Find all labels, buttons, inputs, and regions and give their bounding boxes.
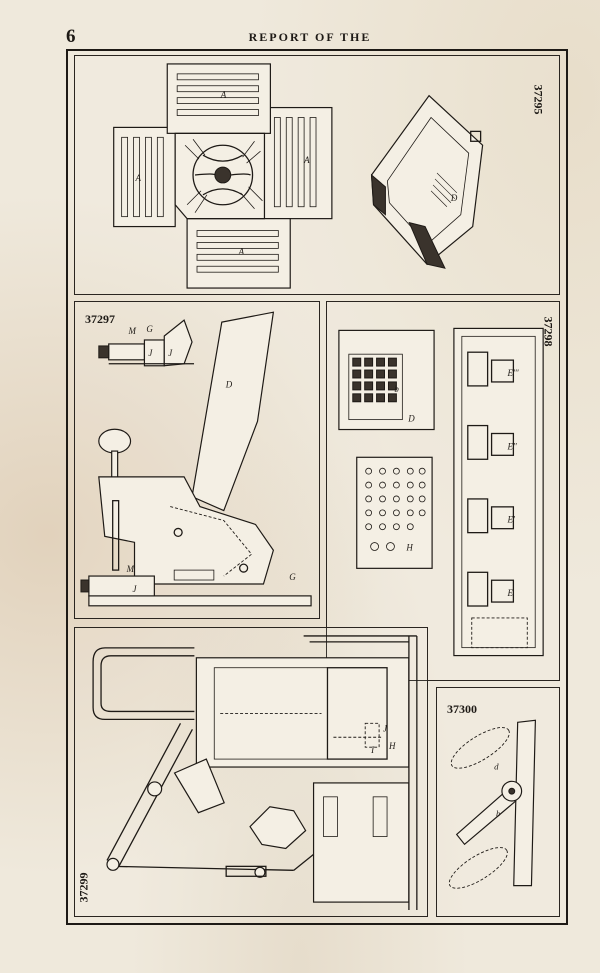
figure-37299-label-j: J [383,723,388,733]
figure-37299-patent-number: 37299 [76,872,91,903]
figure-37298-label-d: D [407,414,415,424]
figure-37295-label-a1: A [220,90,227,100]
figure-37298-label-e: E [506,588,513,598]
figure-37298-label-h: H [405,542,413,552]
figure-37297-label-m-detail: M [128,326,137,336]
figure-37295-drawing: A A A A D [113,63,484,289]
figure-37298-patent-number: 37298 [541,316,556,347]
figure-37295-panel: A A A A D 37295 [74,55,560,295]
figure-37298-label-e2: E'' [506,441,517,451]
figure-37298-panel: b D H E''' E'' [326,301,560,681]
figure-37299-label-h: H [388,741,396,751]
figure-37298-label-b: b [394,384,399,394]
figure-37297-label-j: J [133,584,138,594]
figure-37295-label-a4: A [238,246,245,256]
figure-37297-label-j-detail: J [148,348,153,358]
figure-37300-drawing: d b [448,719,536,889]
figure-37300-label-b: b [496,809,501,819]
figure-37300-patent-number: 37300 [447,702,477,716]
figure-37298-drawing: b D H E''' E'' [338,327,544,657]
figure-37297-label-j2-detail: J [168,348,173,358]
engraving-plate: A A A A D 37295 [66,49,568,925]
figure-37297-panel: M G J J D M J G 37297 [74,301,320,619]
figure-37297-label-d: D [225,380,233,390]
figure-37297-label-m: M [126,564,135,574]
figure-37297-drawing: M G J J D M J G [80,311,312,607]
figure-37297-label-g-detail: G [146,324,153,334]
figure-37295-patent-number: 37295 [531,84,546,115]
running-head: REPORT OF THE [248,30,372,44]
figure-37300-panel: d b 37300 [436,687,560,917]
figure-37300-label-d: d [494,762,499,772]
page-number: 6 [66,26,76,47]
figure-37299-panel: J H I 37299 [74,627,428,917]
figure-37295-label-d: D [450,193,458,203]
figure-37295-label-a3: A [303,155,310,165]
figure-37298-label-e3: E''' [506,368,519,378]
figure-37299-drawing: J H I [92,635,418,911]
figure-37297-patent-number: 37297 [85,312,115,326]
figure-37297-label-g: G [289,572,296,582]
figure-37298-label-e1: E' [506,515,515,525]
figure-37295-label-a2: A [135,173,142,183]
figure-37299-label-i: I [370,745,375,755]
